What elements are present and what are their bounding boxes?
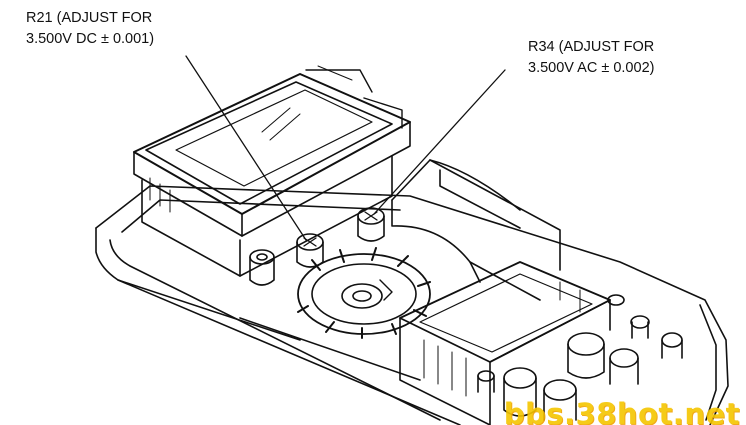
rotary-switch bbox=[297, 247, 431, 339]
callout-r34-label: R34 (ADJUST FOR 3.500V AC ± 0.002) bbox=[528, 37, 654, 79]
shield-bracket bbox=[391, 159, 561, 301]
input-jacks bbox=[477, 294, 683, 421]
callout-r21-line1: R21 (ADJUST FOR bbox=[26, 10, 153, 26]
trimpot-r34 bbox=[357, 207, 385, 242]
relay-block bbox=[399, 261, 611, 425]
housing-shell bbox=[95, 185, 729, 425]
lcd-display-module bbox=[133, 65, 411, 277]
watermark-text: bbs.38hot.net bbox=[503, 397, 740, 425]
leader-lines bbox=[185, 55, 506, 241]
callout-r21-line2: 3.500V DC ± 0.001) bbox=[26, 31, 155, 47]
callout-r21-label: R21 (ADJUST FOR 3.500V DC ± 0.001) bbox=[26, 8, 154, 50]
post-component bbox=[249, 249, 275, 286]
leader-line-r21 bbox=[185, 55, 307, 241]
leader-line-r34 bbox=[373, 69, 506, 215]
callout-r34-line2: 3.500V AC ± 0.002) bbox=[528, 60, 655, 76]
callout-r34-line1: R34 (ADJUST FOR bbox=[528, 39, 655, 55]
